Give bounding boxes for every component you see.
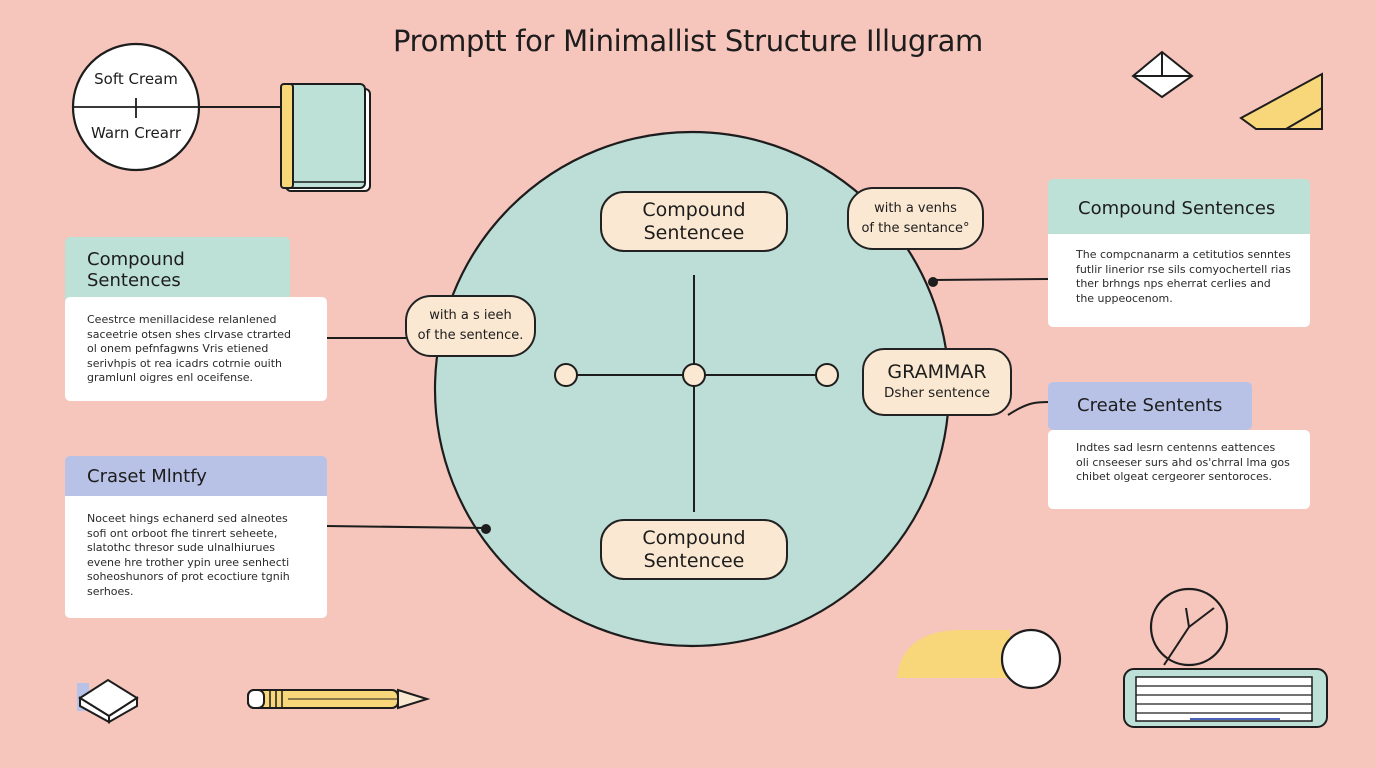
card-create-sentents: Create Sentents Indtes sad lesrn centenn… <box>1048 382 1310 509</box>
card-text-line: ther brhngs nps eherrat cerlies and <box>1076 277 1271 290</box>
pill-top-line-1: Compound <box>642 198 746 221</box>
card-text-line: Noceet hings echanerd sed alneotes <box>87 512 288 525</box>
card-heading: Create Sentents <box>1048 382 1252 430</box>
bubble-left: with a s ieeh of the sentence. <box>405 295 536 357</box>
card-heading: Craset Mlntfy <box>65 456 327 498</box>
badge-bottom-label: Warn Crearr <box>90 124 182 142</box>
card-text-line: sofi ont orboot fhe tinrert seheete, <box>87 526 278 540</box>
card-text-line: the uppeocenom. <box>1076 291 1173 305</box>
bubble-top-right-line-1: with a venhs <box>874 200 957 216</box>
book-stack-icon <box>1123 668 1328 728</box>
card-text-line: The compcnanarm a cetitutios senntes <box>1076 248 1291 261</box>
card-craset-mlntfy: Craset Mlntfy Noceet hings echanerd sed … <box>65 456 327 618</box>
card-text-line: serivhpis ot rea icadrs cotrnie ouith <box>87 356 282 370</box>
node-center <box>682 363 706 387</box>
card-text-line: ol onem pefnfagwns Vris etiened <box>87 342 269 355</box>
card-text-line: saceetrie otsen shes clrvase ctrarted <box>87 327 291 341</box>
grammar-label: GRAMMAR <box>887 361 987 383</box>
card-text-line: soheoshunors of prot ecoctiure tgnih <box>87 570 290 583</box>
card-text-line: Ceestrce menillacidese relanlened <box>87 313 277 326</box>
card-text-line: evene hre trother ypin uree senhecti <box>87 555 290 569</box>
pencil-icon <box>247 688 431 710</box>
card-heading-line-2: Sentences <box>87 270 181 291</box>
compound-sentence-pill-bottom: Compound Sentencee <box>600 519 788 580</box>
card-text-line: futlir linerior rse sils comyochertell r… <box>1076 262 1291 276</box>
card-text-line: slatothc thresor sude ulnalhiurues <box>87 541 275 554</box>
right-bottom-connector <box>1007 401 1051 416</box>
card-compound-sentences-left: Compound Sentences Ceestrce menillacides… <box>65 237 327 401</box>
right-top-connector <box>932 278 1049 281</box>
page-title: Promptt for Minimallist Structure Illugr… <box>392 24 984 58</box>
notebook-icon <box>280 83 371 192</box>
left-bottom-connector-dot <box>481 524 491 534</box>
grammar-sublabel: Dsher sentence <box>884 385 990 401</box>
triangle-ruler-icon <box>1239 72 1323 130</box>
bubble-left-line-1: with a s ieeh <box>429 308 512 323</box>
pill-bottom-line-2: Sentencee <box>643 549 745 572</box>
white-ball <box>1000 628 1062 690</box>
compound-sentence-pill-top: Compound Sentencee <box>600 191 788 252</box>
card-body: Ceestrce menillacidese relanlened saceet… <box>65 297 327 401</box>
left-bottom-connector <box>325 525 487 529</box>
card-compound-sentences-right: Compound Sentences The compcnanarm a cet… <box>1048 179 1310 327</box>
clock-icon <box>1149 587 1229 667</box>
card-text-line: gramlunl oigres enl oceifense. <box>87 371 254 384</box>
card-text-line: chibet olgeat cergeorer sentoroces. <box>1076 470 1272 483</box>
card-body: The compcnanarm a cetitutios senntes fut… <box>1048 234 1310 327</box>
node-right <box>815 363 839 387</box>
envelope-icon <box>1131 50 1194 99</box>
yellow-shape <box>897 630 1010 678</box>
bubble-top-right: with a venhs of the sentance° <box>847 187 984 250</box>
card-text-line: serhoes. <box>87 584 134 598</box>
card-text-line: Indtes sad lesrn centenns eattences <box>1076 441 1276 454</box>
right-top-connector-dot <box>928 277 938 287</box>
card-heading: Compound Sentences <box>1048 179 1310 235</box>
soft-cream-badge: Soft Cream Warn Crearr <box>72 44 200 170</box>
eraser-icon <box>77 678 139 724</box>
grammar-bubble: GRAMMAR Dsher sentence <box>862 348 1012 416</box>
pill-top-line-2: Sentencee <box>643 221 745 244</box>
node-left <box>554 363 578 387</box>
card-body: Noceet hings echanerd sed alneotes sofi … <box>65 496 327 618</box>
badge-top-label: Soft Cream <box>94 70 178 88</box>
card-heading: Compound Sentences <box>65 237 290 307</box>
card-body: Indtes sad lesrn centenns eattences oli … <box>1048 430 1310 509</box>
bubble-top-right-line-2: of the sentance° <box>861 220 970 236</box>
bubble-left-line-2: of the sentence. <box>417 328 524 343</box>
card-text-line: oli cnseeser surs ahd os'chrral lma gos <box>1076 455 1290 469</box>
pill-bottom-line-1: Compound <box>642 526 746 549</box>
card-heading-line-1: Compound <box>87 249 185 270</box>
